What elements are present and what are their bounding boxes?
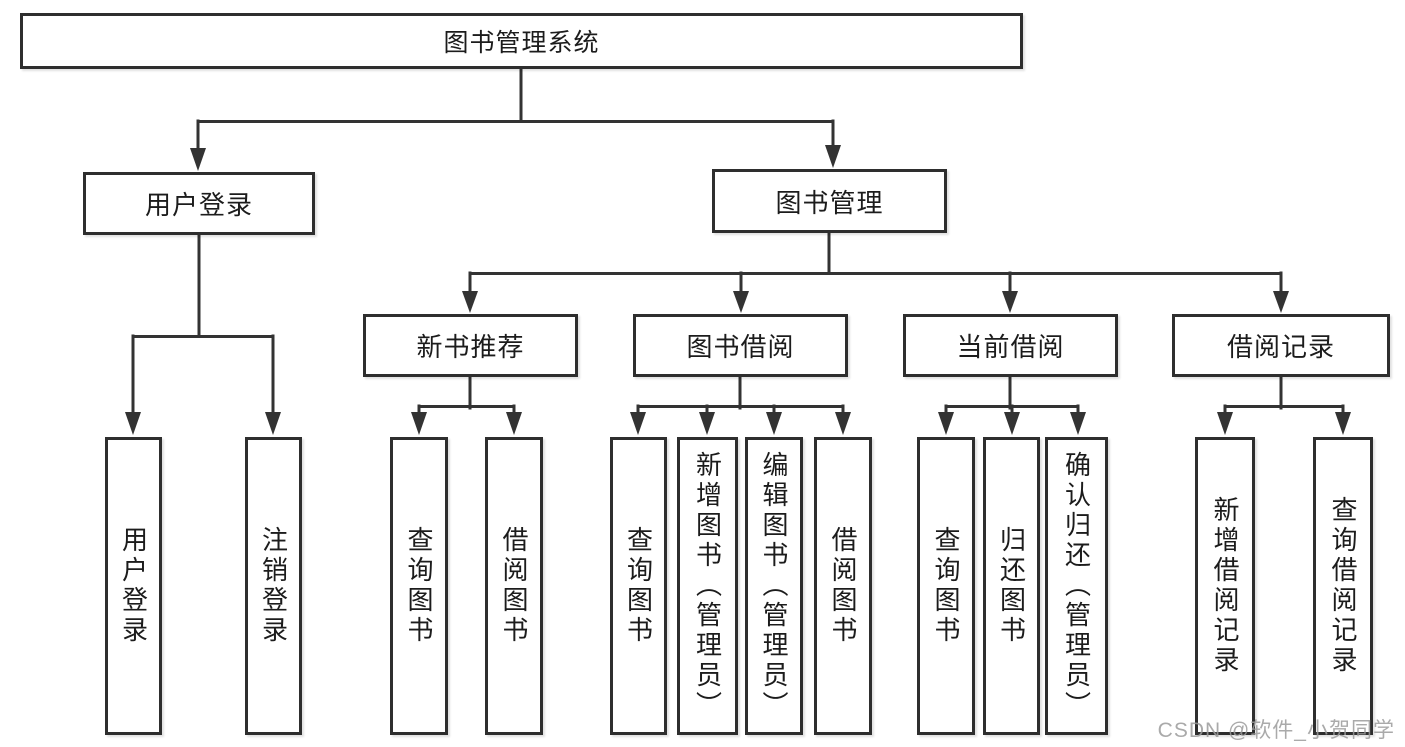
node-new-book-rec: 新书推荐 [363,314,578,377]
arrow-icon [1070,412,1086,435]
node-rec-borrow-book-label: 借阅图书 [499,526,529,646]
node-borrow-add-book: 新增图书（管理员） [677,437,738,735]
arrow-icon [1273,291,1289,313]
node-current-confirm-return: 确认归还（管理员） [1045,437,1108,735]
node-rec-query-book: 查询图书 [390,437,448,735]
node-borrow-record: 借阅记录 [1172,314,1390,377]
node-borrow-borrow-book-label: 借阅图书 [828,526,858,646]
arrow-icon [1335,412,1351,435]
node-book-borrow: 图书借阅 [633,314,848,377]
node-root: 图书管理系统 [20,13,1023,69]
node-login-label: 用户登录 [118,526,149,646]
node-current-query-book-label: 查询图书 [931,526,961,646]
arrow-icon [938,412,954,435]
node-current-return-book-label: 归还图书 [996,526,1027,646]
node-borrow-add-book-label: 新增图书（管理员） [692,451,723,721]
arrow-icon [1004,412,1020,435]
connector-root-to-level2 [196,66,835,152]
connector-user-login-children [131,233,275,416]
node-current-borrow: 当前借阅 [903,314,1118,377]
node-record-query-label: 查询借阅记录 [1328,496,1358,676]
arrow-icon [190,148,206,171]
arrow-icon [1217,412,1233,435]
arrow-icon [1002,291,1018,313]
node-current-confirm-return-label: 确认归还（管理员） [1061,451,1092,721]
node-book-mgmt: 图书管理 [712,169,947,233]
node-current-query-book: 查询图书 [917,437,975,735]
connector-borrow-record-children [1223,375,1345,418]
node-user-login-label: 用户登录 [144,190,253,220]
node-borrow-query-book-label: 查询图书 [623,526,654,646]
node-logout: 注销登录 [245,437,302,735]
node-rec-query-book-label: 查询图书 [404,526,434,646]
node-root-label: 图书管理系统 [443,29,600,57]
node-book-borrow-label: 图书借阅 [686,332,795,362]
node-book-mgmt-label: 图书管理 [775,187,884,218]
arrowheads [125,145,1351,435]
arrow-icon [835,412,851,435]
node-record-add-label: 新增借阅记录 [1210,496,1240,676]
node-borrow-query-book: 查询图书 [610,437,667,735]
node-borrow-edit-book: 编辑图书（管理员） [745,437,803,735]
node-borrow-record-label: 借阅记录 [1226,332,1335,362]
connector-new-book-rec-children [417,375,516,418]
node-user-login: 用户登录 [83,172,315,235]
arrow-icon [733,291,749,313]
node-logout-label: 注销登录 [258,526,289,646]
node-record-add: 新增借阅记录 [1195,437,1255,735]
connector-paths [131,66,1345,418]
arrow-icon [462,291,478,313]
node-record-query: 查询借阅记录 [1313,437,1373,735]
arrow-icon [630,412,646,435]
node-new-book-rec-label: 新书推荐 [416,332,525,362]
arrow-icon [825,145,841,168]
node-rec-borrow-book: 借阅图书 [485,437,543,735]
node-borrow-edit-book-label: 编辑图书（管理员） [759,451,789,721]
arrow-icon [506,412,522,435]
arrow-icon [699,412,715,435]
arrow-icon [766,412,782,435]
arrow-icon [125,412,141,435]
arrow-icon [265,412,281,435]
connector-book-borrow-children [636,375,845,418]
node-current-return-book: 归还图书 [983,437,1040,735]
connector-book-mgmt-level3 [468,231,1283,296]
node-borrow-borrow-book: 借阅图书 [814,437,872,735]
arrow-icon [411,412,427,435]
node-current-borrow-label: 当前借阅 [956,332,1065,362]
connector-current-borrow-children [944,375,1080,418]
node-login: 用户登录 [105,437,162,735]
